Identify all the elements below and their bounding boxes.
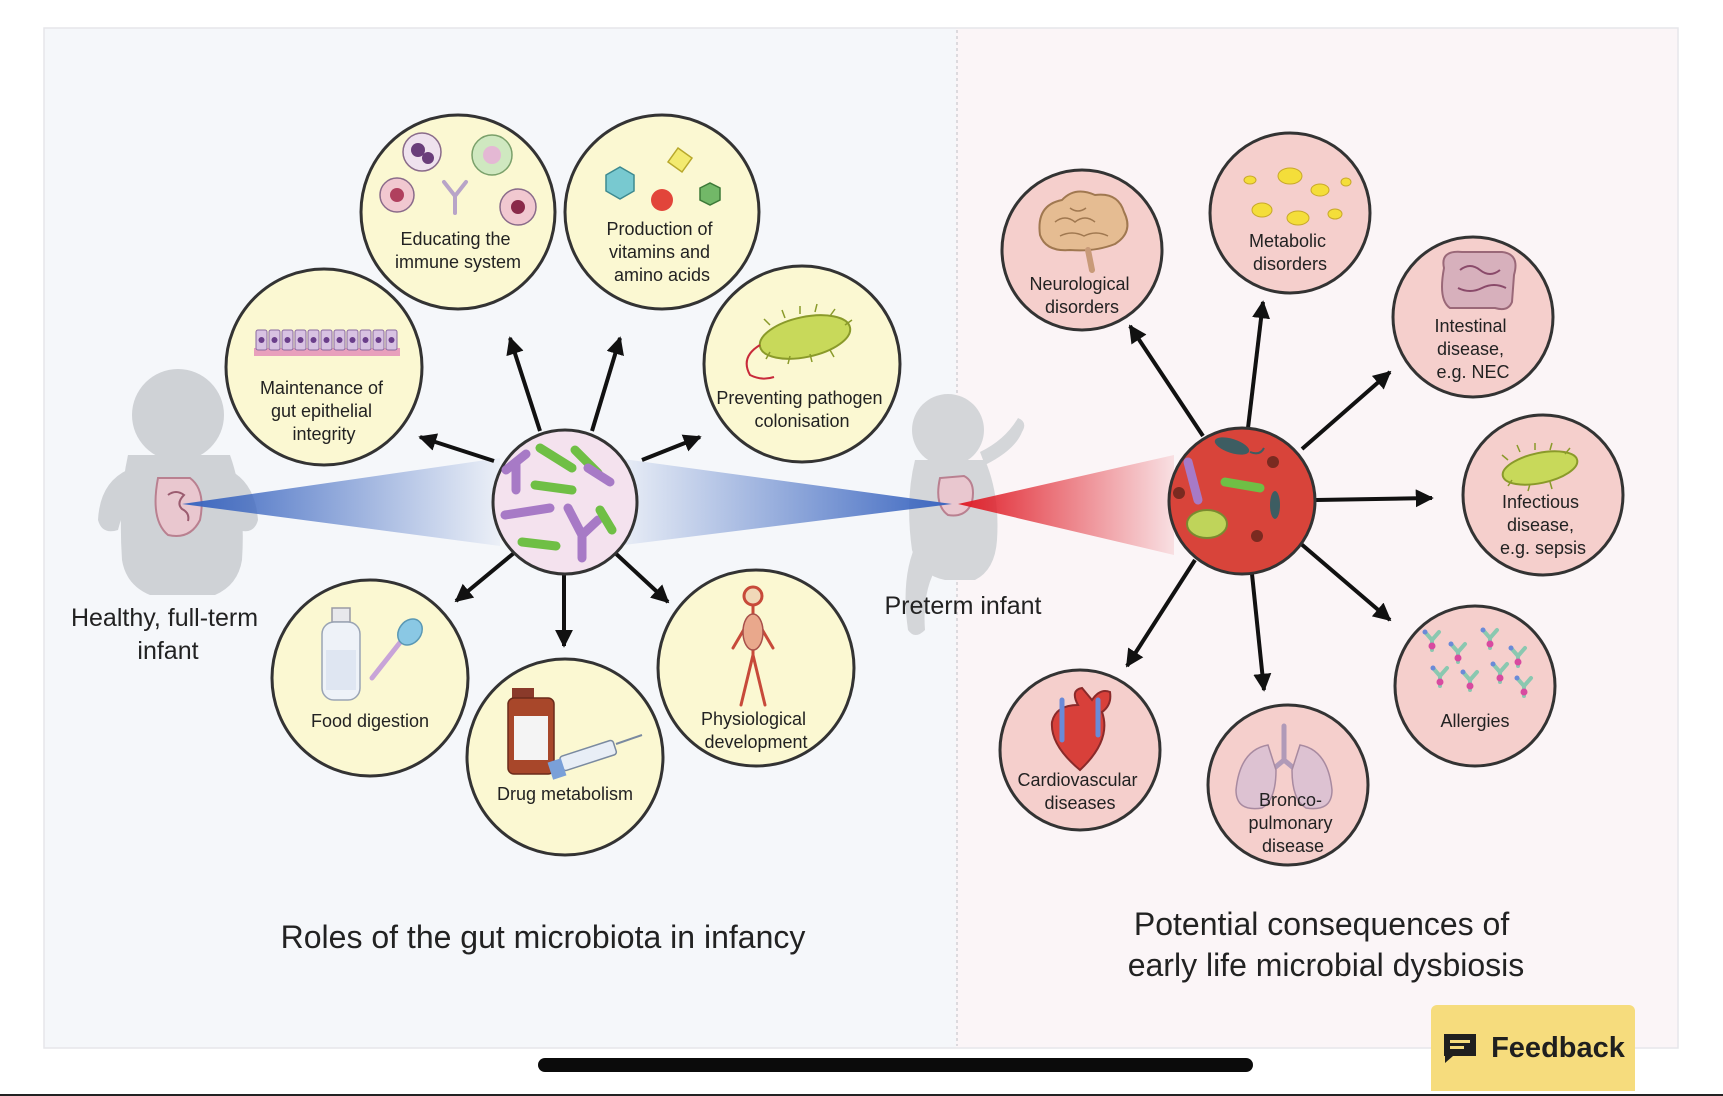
molecules-icon [605, 146, 721, 211]
consequence-neurological-disorders: Neurological disorders [1000, 168, 1164, 332]
arrow [1300, 370, 1392, 451]
consequence-label: Allergies [1440, 711, 1509, 731]
arrow [641, 434, 702, 462]
dysbiosis-bacteria-icon [1173, 437, 1280, 542]
consequence-label: Neurological disorders [1029, 274, 1134, 317]
consequence-label: Intestinal disease, e.g. NEC [1434, 316, 1511, 382]
preterm-infant-silhouette [905, 394, 1025, 635]
healthy-bacteria-icon [500, 443, 617, 563]
arrow [1125, 558, 1197, 668]
preterm-intestine-icon [937, 474, 974, 517]
consequence-bronchopulmonary-disease: Bronco- pulmonary disease [1206, 703, 1370, 867]
role-epithelial-integrity: Maintenance of gut epithelial integrity [224, 267, 424, 467]
role-label: Preventing pathogen colonisation [716, 388, 887, 431]
brain-icon [1038, 190, 1129, 273]
role-label: Drug metabolism [497, 784, 633, 804]
epithelium-icon [254, 329, 400, 356]
role-physiological-development: Physiological development [656, 568, 856, 768]
home-indicator[interactable] [538, 1058, 1253, 1072]
consequence-label: Infectious disease, e.g. sepsis [1500, 492, 1586, 558]
antibody [1508, 645, 1527, 668]
arrow [590, 336, 624, 432]
arrow [506, 336, 542, 432]
role-label: Educating the immune system [395, 229, 521, 272]
arrow [1250, 573, 1272, 692]
healthy-beam-right [616, 458, 952, 546]
arrow [611, 549, 670, 604]
left-panel-title: Roles of the gut microbiota in infancy [281, 919, 806, 955]
bottle-spoon-icon [321, 607, 423, 701]
antibody [1430, 665, 1449, 688]
antibody [1490, 661, 1509, 684]
arrows [418, 300, 1434, 692]
immune-cells-icon [379, 132, 537, 226]
consequence-infectious-disease: Infectious disease, e.g. sepsis [1461, 413, 1625, 577]
antibody [1460, 669, 1479, 692]
arrow [1298, 541, 1392, 622]
right-panel-title: Potential consequences of early life mic… [1128, 906, 1525, 983]
antibody [1480, 627, 1499, 650]
role-label: Maintenance of gut epithelial integrity [260, 378, 388, 444]
consequence-allergies: Allergies [1393, 604, 1557, 768]
dysbiosis-beam [958, 455, 1174, 555]
role-preventing-pathogen-colonisation: Preventing pathogen colonisation [702, 264, 902, 464]
figure-border [43, 27, 1679, 1049]
healthy-microbiota-circle [491, 428, 639, 576]
dysbiosis-microbiota-circle [1167, 426, 1317, 576]
fat-droplets-icon [1243, 167, 1352, 226]
healthy-beam-left [182, 458, 500, 546]
role-vitamin-production: Production of vitamins and amino acids [563, 113, 761, 311]
heart-icon [1050, 686, 1112, 772]
medicine-syringe-icon [507, 688, 643, 780]
role-label: Production of vitamins and amino acids [606, 219, 717, 285]
antibody [1422, 629, 1441, 652]
role-educating-immune-system: Educating the immune system [359, 113, 557, 311]
arrow [418, 433, 495, 463]
consequence-label: Bronco- pulmonary disease [1248, 790, 1337, 856]
consequence-metabolic-disorders: Metabolic disorders [1208, 131, 1372, 295]
feedback-label: Feedback [1491, 1031, 1625, 1064]
role-label: Food digestion [311, 711, 429, 731]
feedback-button[interactable]: Feedback [1431, 1005, 1635, 1091]
healthy-infant-label: Healthy, full-term infant [71, 604, 265, 665]
body-anatomy-icon [731, 585, 775, 707]
bacterium-icon [745, 303, 853, 380]
chat-bubble-icon [1444, 1034, 1477, 1063]
antibody [1448, 641, 1467, 664]
bacterium-icon [1501, 442, 1579, 492]
role-label: Physiological development [701, 709, 811, 752]
consequence-label: Metabolic disorders [1249, 231, 1331, 274]
intestine-icon [1441, 250, 1517, 311]
consequence-cardiovascular-diseases: Cardiovascular diseases [998, 668, 1162, 832]
consequence-intestinal-disease: Intestinal disease, e.g. NEC [1391, 235, 1555, 399]
healthy-intestine-icon [154, 477, 203, 537]
lungs-icon [1235, 723, 1333, 810]
role-food-digestion: Food digestion [270, 578, 470, 778]
arrow [454, 551, 516, 603]
arrow [1246, 300, 1271, 429]
arrow [1315, 489, 1434, 508]
consequence-label: Cardiovascular diseases [1017, 770, 1142, 813]
screen-bottom-edge [0, 1094, 1723, 1096]
arrow [1128, 324, 1205, 438]
antibody [1514, 675, 1533, 698]
preterm-infant-label: Preterm infant [884, 592, 1041, 620]
antibody-icon [1422, 627, 1533, 698]
role-drug-metabolism: Drug metabolism [465, 657, 665, 857]
